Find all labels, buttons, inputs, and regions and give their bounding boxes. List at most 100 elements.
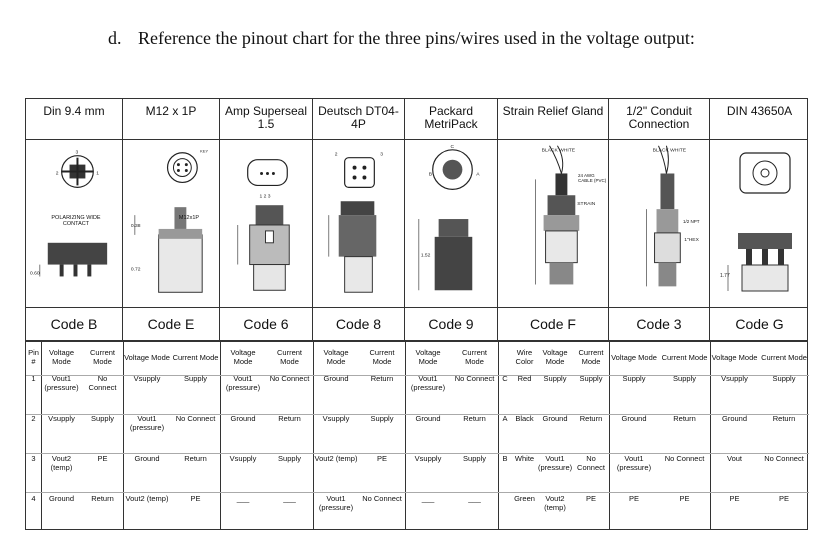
svg-text:1"HEX: 1"HEX bbox=[684, 237, 699, 243]
column-header: Current Mode bbox=[369, 348, 395, 366]
connector-name: DIN 43650A bbox=[726, 104, 793, 118]
svg-text:0.72: 0.72 bbox=[131, 267, 141, 273]
table-cell: No Connect bbox=[454, 374, 495, 383]
table-cell: Supply bbox=[370, 414, 394, 423]
column-header: Current Mode bbox=[761, 352, 807, 362]
table-cell: Vout1 (pressure) bbox=[44, 374, 79, 392]
table-cell: PE bbox=[778, 494, 789, 503]
table-cell: Green bbox=[514, 494, 535, 503]
connector-name: Strain Relief Gland bbox=[498, 99, 609, 139]
column-header: Voltage Mode bbox=[415, 348, 441, 366]
table-cell: Supply bbox=[673, 374, 696, 383]
connector-name: Packard MetriPack bbox=[405, 99, 498, 139]
table-cell: No Connect bbox=[175, 414, 216, 423]
table-cell: Vout1 (pressure) bbox=[225, 374, 261, 392]
table-cell: PE bbox=[679, 494, 690, 503]
connector-name: Din 9.4 mm bbox=[26, 99, 123, 139]
code-row: Code B Code E Code 6 Code 8 Code 9 Code … bbox=[26, 307, 807, 340]
connector-code: Code 8 bbox=[313, 307, 405, 340]
table-cell: No Connect bbox=[577, 454, 605, 472]
table-cell: C bbox=[502, 374, 508, 383]
svg-text:A: A bbox=[476, 172, 480, 178]
table-cell: Ground bbox=[230, 414, 256, 423]
table-cell: No Connect bbox=[664, 454, 705, 463]
table-cell: Supply bbox=[184, 374, 207, 383]
column-header: Pin # bbox=[28, 348, 39, 366]
table-cell: No Connect bbox=[764, 454, 804, 463]
column-header: Wire Color bbox=[515, 348, 534, 366]
svg-text:2: 2 bbox=[335, 152, 338, 158]
table-row: 4 Ground Return Vout2 (temp) PE ___ ___ … bbox=[26, 492, 809, 532]
table-cell: Black bbox=[515, 414, 534, 423]
conduit-callout: 1/2 NPT bbox=[683, 219, 700, 224]
svg-text:2: 2 bbox=[56, 171, 59, 177]
table-cell: B bbox=[502, 454, 508, 463]
table-cell: Ground bbox=[721, 414, 748, 423]
svg-text:BLACK WHITE: BLACK WHITE bbox=[653, 148, 687, 154]
connector-name: Amp Superseal 1.5 bbox=[220, 99, 313, 139]
table-cell: Vout2 (temp) bbox=[50, 454, 73, 472]
table-cell: ___ bbox=[468, 494, 481, 503]
connector-drawings-row: 3 2 1 0.60 POLARIZING WIDE CONTACT KEY bbox=[26, 139, 807, 307]
packard-connector-drawing: C B A 1.52 bbox=[405, 139, 498, 307]
table-cell: A bbox=[502, 414, 508, 423]
table-cell: Ground bbox=[415, 414, 441, 423]
table-cell: 4 bbox=[31, 494, 36, 503]
table-subheader-row: Pin # Voltage Mode Current Mode Voltage … bbox=[26, 342, 809, 372]
instruction-label: d. bbox=[108, 28, 122, 48]
connector-name: Deutsch DT04-4P bbox=[313, 99, 405, 139]
table-cell: PE bbox=[729, 494, 740, 503]
table-cell: Vout1 (pressure) bbox=[538, 454, 573, 472]
m12-callout: M12x1P bbox=[178, 215, 200, 221]
column-header: Current Mode bbox=[661, 352, 708, 362]
table-cell: Red bbox=[517, 374, 532, 383]
table-cell: Return bbox=[370, 374, 394, 383]
conduit-drawing: BLACK WHITE 1"HEX 1/2 NPT bbox=[609, 139, 710, 307]
column-header: Current Mode bbox=[172, 352, 219, 362]
svg-text:1.77: 1.77 bbox=[720, 273, 730, 279]
connector-code: Code G bbox=[735, 315, 784, 332]
m12-connector-drawing: KEY 0.38 0.72 M12x1P bbox=[123, 139, 220, 307]
column-header: Voltage Mode bbox=[48, 348, 75, 366]
table-cell: Ground bbox=[48, 494, 75, 503]
table-cell: Return bbox=[278, 414, 301, 423]
table-cell: 3 bbox=[31, 454, 36, 463]
table-cell: Ground bbox=[323, 374, 349, 383]
svg-text:B: B bbox=[429, 172, 433, 178]
table-cell: Return bbox=[91, 494, 114, 503]
svg-text:0.38: 0.38 bbox=[131, 223, 141, 229]
table-cell: 1 bbox=[31, 374, 36, 383]
svg-text:KEY: KEY bbox=[200, 149, 208, 154]
table-cell: Supply bbox=[278, 454, 301, 463]
table-cell: Vsupply bbox=[133, 374, 161, 383]
column-header: Current Mode bbox=[89, 348, 115, 366]
svg-text:STRAIN: STRAIN bbox=[577, 201, 596, 207]
table-cell: Supply bbox=[579, 374, 603, 383]
table-cell: Supply bbox=[772, 374, 796, 383]
table-cell: PE bbox=[376, 454, 387, 463]
connector-code: Code 3 bbox=[609, 307, 710, 340]
connector-name: 1/2" Conduit Connection bbox=[609, 99, 710, 139]
table-cell: Vsupply bbox=[229, 454, 257, 463]
table-cell: Vout1 (pressure) bbox=[318, 494, 354, 512]
svg-text:3: 3 bbox=[75, 150, 78, 156]
table-cell: Vout2 (temp) bbox=[125, 494, 169, 503]
connector-code: Code B bbox=[26, 307, 123, 340]
table-cell: PE bbox=[628, 494, 639, 503]
table-cell: Supply bbox=[622, 374, 646, 383]
svg-text:0.60: 0.60 bbox=[30, 270, 40, 276]
column-header: Current Mode bbox=[578, 348, 604, 366]
din-callout: POLARIZING WIDE CONTACT bbox=[51, 215, 101, 227]
table-cell: Vout bbox=[726, 454, 742, 463]
table-cell: PE bbox=[585, 494, 596, 503]
svg-text:BLACK WHITE: BLACK WHITE bbox=[542, 148, 576, 154]
table-cell: White bbox=[514, 454, 535, 463]
table-row: 3 Vout2 (temp) PE Ground Return Vsupply … bbox=[26, 452, 809, 492]
column-header: Current Mode bbox=[461, 348, 487, 366]
table-cell: Return bbox=[772, 414, 796, 423]
table-cell: Vout1 (pressure) bbox=[410, 374, 446, 392]
column-header: Voltage Mode bbox=[711, 352, 758, 362]
table-cell: ___ bbox=[421, 494, 435, 503]
table-cell: Vout1 (pressure) bbox=[616, 454, 652, 472]
